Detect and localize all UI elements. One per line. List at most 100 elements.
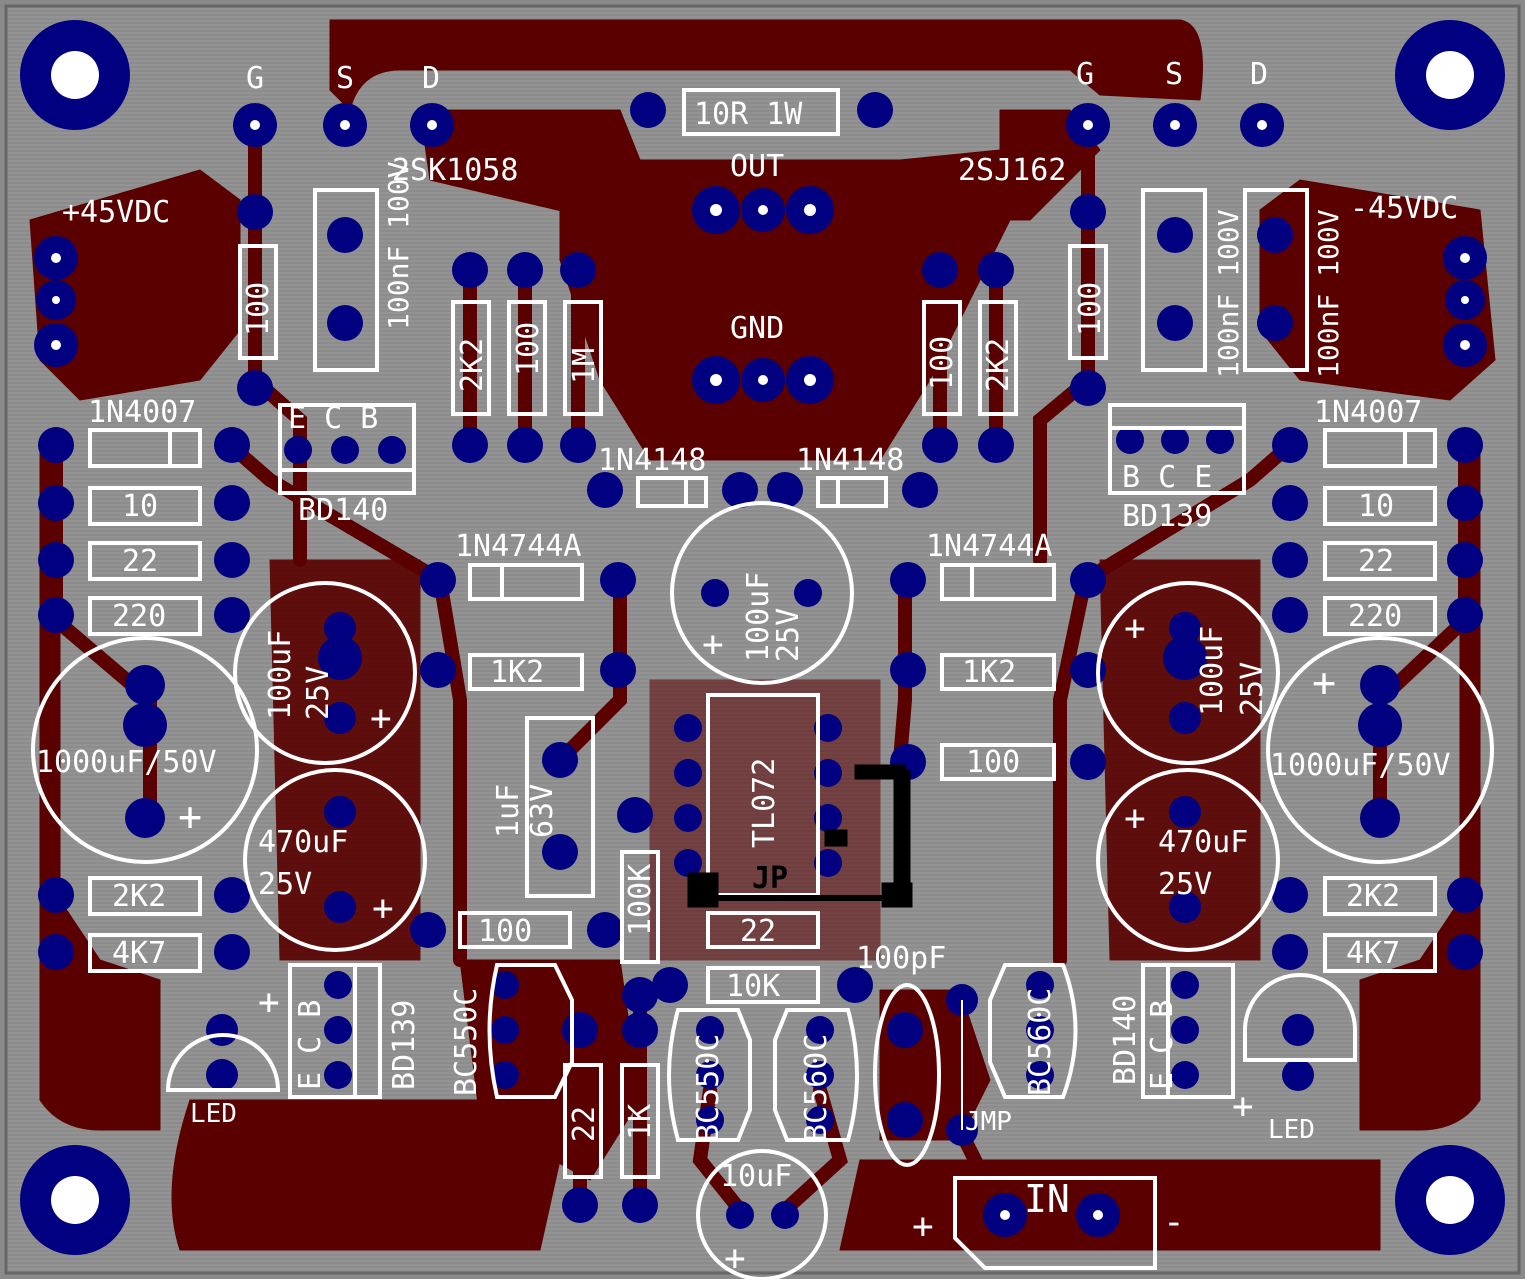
- jp-label: JP: [752, 861, 788, 896]
- left-led-label: LED: [190, 1099, 237, 1129]
- right-cap-100nf-a: 100nF 100V: [1212, 209, 1245, 378]
- center-diode-left: 1N4148: [598, 443, 706, 478]
- left-r-100: 100: [511, 322, 546, 376]
- left-cap-100uf-plus: +: [370, 698, 392, 739]
- left-r-22: 22: [122, 544, 158, 579]
- r-100k-label: 100K: [623, 864, 658, 936]
- out-label: OUT: [730, 149, 784, 184]
- right-r-100: 100: [925, 336, 960, 390]
- left-cap-470uf-25v: 25V: [258, 867, 312, 902]
- vminus-label: -45VDC: [1350, 191, 1458, 226]
- bc560c-right-label: BC560C: [1023, 988, 1058, 1096]
- bc560c-center-label: BC560C: [799, 1034, 834, 1142]
- silkscreen-text: G S D G S D 10R 1W 2SK1058 2SJ162 OUT GN…: [36, 57, 1458, 1279]
- left-cap-1000uf-plus: +: [178, 794, 202, 840]
- right-bd140-pins: E C B: [1145, 1000, 1180, 1090]
- left-r100-vert: 100: [241, 282, 276, 336]
- resistor-10r-label: 10R 1W: [694, 97, 803, 132]
- left-cap-470uf: 470uF: [258, 825, 348, 860]
- right-diode-label: 1N4007: [1314, 395, 1422, 430]
- r-22-b-label: 22: [567, 1106, 602, 1142]
- r-22-label: 22: [740, 914, 776, 949]
- right-zener-label: 1N4744A: [926, 529, 1052, 564]
- left-cap-100nf: 100nF 100V: [382, 161, 415, 330]
- right-cap-1000uf-plus: +: [1312, 660, 1336, 706]
- right-r-1k2: 1K2: [962, 655, 1016, 690]
- pin-s-right: S: [1165, 57, 1183, 92]
- pin-g-right: G: [1076, 57, 1094, 92]
- credits: LazyCat SSA PCB- SHAAN: [217, 1126, 562, 1246]
- right-r-100-b: 100: [966, 745, 1020, 780]
- right-bd139-pins: B C E: [1122, 460, 1212, 495]
- left-bd140-pins: E C B: [288, 401, 378, 436]
- bc550c-center-label: BC550C: [691, 1034, 726, 1142]
- right-r-2k2: 2K2: [981, 338, 1016, 392]
- right-cap-470uf: 470uF: [1158, 825, 1248, 860]
- cap-100pf-label: 100pF: [856, 941, 946, 976]
- center-diode-right: 1N4148: [796, 443, 904, 478]
- right-led-label: LED: [1268, 1115, 1315, 1145]
- left-cap-470uf-plus: +: [372, 888, 394, 929]
- left-r-220: 220: [112, 599, 166, 634]
- right-cap-100nf-b: 100nF 100V: [1312, 209, 1345, 378]
- pin-d-right: D: [1250, 57, 1268, 92]
- right-cap-100uf-plus: +: [1124, 608, 1146, 649]
- left-r-4k7: 4K7: [112, 936, 166, 971]
- cap-10uf-label: 10uF: [720, 1159, 792, 1194]
- mosfet-left-label: 2SK1058: [392, 153, 518, 188]
- gnd-label: GND: [730, 311, 784, 346]
- right-cap-470uf-25v: 25V: [1158, 867, 1212, 902]
- jmp-label: JMP: [965, 1107, 1012, 1137]
- mounting-holes: [51, 51, 1474, 1224]
- bc550c-left-label: BC550C: [449, 988, 484, 1096]
- left-r-2k2: 2K2: [455, 338, 490, 392]
- right-r-10: 10: [1358, 489, 1394, 524]
- left-cap-100uf-25v: 25V: [301, 666, 336, 720]
- right-r-2k2-b: 2K2: [1346, 879, 1400, 914]
- left-bd139-pins: E C B: [293, 1000, 328, 1090]
- center-cap-25v: 25V: [771, 608, 806, 662]
- right-cap-100uf-25v: 25V: [1235, 662, 1270, 716]
- left-r-1m: 1M: [567, 348, 602, 384]
- credits-line1: LazyCat SSA: [252, 1126, 562, 1184]
- drill-holes: [51, 120, 1470, 1220]
- in-plus: +: [912, 1206, 934, 1247]
- right-r-22: 22: [1358, 544, 1394, 579]
- pin-d-left: D: [422, 61, 440, 96]
- mosfet-right-label: 2SJ162: [958, 153, 1066, 188]
- left-cap-100uf: 100uF: [263, 630, 298, 720]
- left-diode-label: 1N4007: [88, 395, 196, 430]
- right-cap-100uf: 100uF: [1195, 626, 1230, 716]
- opamp-label: TL072: [747, 758, 782, 848]
- cap-10uf-plus: +: [724, 1238, 746, 1279]
- r-10k-label: 10K: [726, 969, 780, 1004]
- pads: [20, 20, 1505, 1255]
- jumper-wire: [687, 764, 913, 908]
- left-r-2k2-b: 2K2: [112, 879, 166, 914]
- left-led-plus: +: [258, 982, 280, 1023]
- left-r-10: 10: [122, 489, 158, 524]
- right-cap-470uf-plus: +: [1124, 798, 1146, 839]
- right-led-plus: +: [1232, 1086, 1254, 1127]
- left-bd139-label: BD139: [387, 1000, 422, 1090]
- left-r-100-b: 100: [478, 914, 532, 949]
- left-r-1k2: 1K2: [490, 655, 544, 690]
- left-cap-1000uf: 1000uF/50V: [36, 745, 217, 780]
- left-bd140-label: BD140: [298, 493, 388, 528]
- in-label: IN: [1024, 1177, 1070, 1221]
- right-r100-vert: 100: [1073, 282, 1108, 336]
- right-bd140-label: BD140: [1108, 995, 1143, 1085]
- right-r-4k7: 4K7: [1346, 936, 1400, 971]
- right-r-220: 220: [1348, 599, 1402, 634]
- cap-63v-label: 63V: [525, 784, 560, 838]
- right-bd139-label: BD139: [1122, 499, 1212, 534]
- r-1k-label: 1K: [623, 1104, 658, 1140]
- cap-1uf-label: 1uF: [491, 784, 526, 838]
- left-zener-label: 1N4744A: [455, 529, 581, 564]
- right-cap-1000uf: 1000uF/50V: [1270, 748, 1451, 783]
- center-cap-plus: +: [702, 624, 724, 665]
- center-cap-100uf: 100uF: [741, 572, 776, 662]
- credits-line2: PCB- SHAAN: [217, 1188, 535, 1246]
- in-minus: -: [1163, 1202, 1185, 1243]
